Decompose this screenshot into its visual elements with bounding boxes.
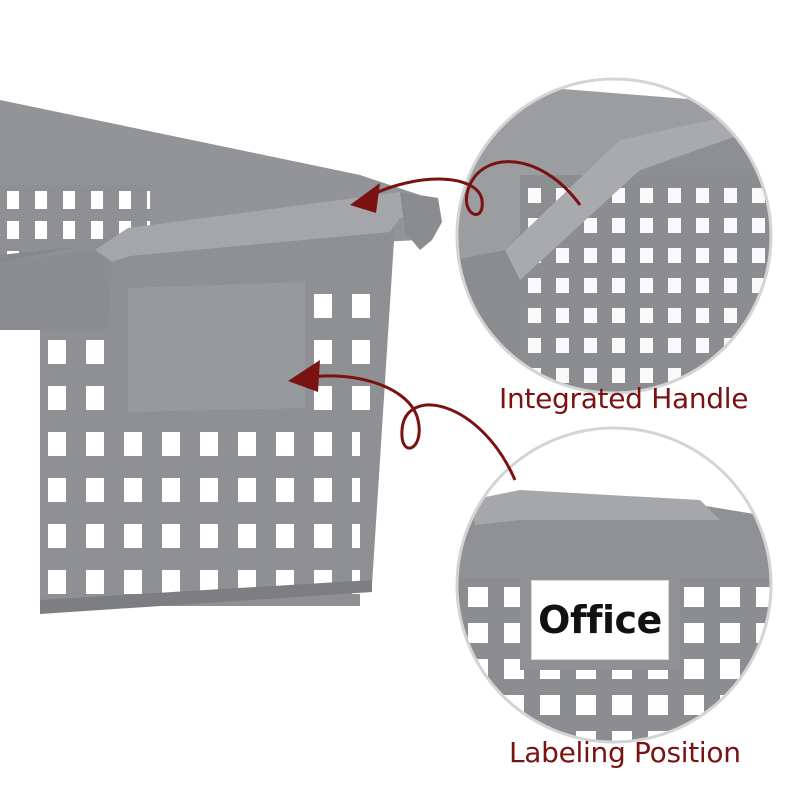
handle-zoom-circle <box>455 77 773 395</box>
handle-arrowhead <box>350 183 380 213</box>
caption-integrated-handle: Integrated Handle <box>499 382 749 415</box>
handle-arrow <box>364 160 582 216</box>
caption-labeling-position: Labeling Position <box>509 736 741 769</box>
label-arrowhead <box>288 360 320 392</box>
label-arrow <box>304 374 517 481</box>
label-text: Office <box>538 598 662 642</box>
label-card: Office <box>531 580 669 660</box>
basket-body <box>0 100 442 614</box>
